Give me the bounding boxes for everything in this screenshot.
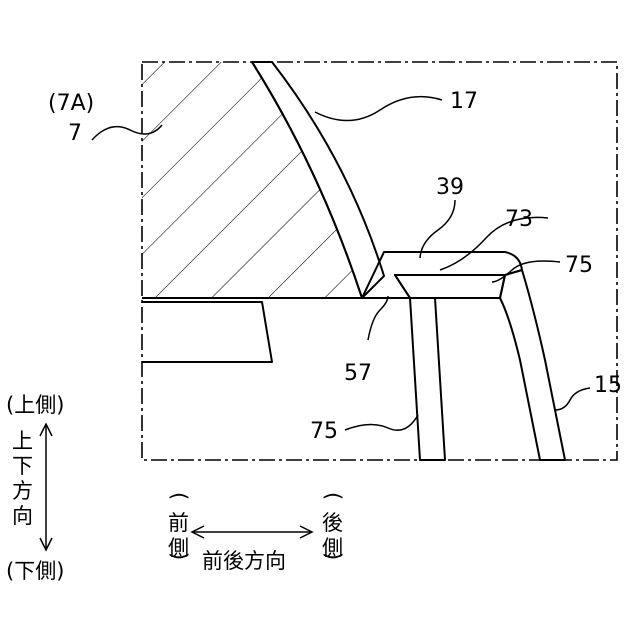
label-ref-57: 57 [344, 361, 372, 386]
legend-bottom-side: (下側) [6, 559, 64, 583]
leader-17 [315, 97, 442, 121]
label-ref-39: 39 [436, 175, 464, 200]
seal-part-75-upper [395, 275, 505, 298]
leader-39 [420, 200, 455, 258]
legend-rear-side-paren-close: ) [321, 552, 345, 560]
legend-vertical-char-4: 向 [12, 504, 33, 528]
label-ref-75-upper: 75 [565, 253, 593, 278]
label-ref-73: 73 [505, 207, 533, 232]
legend-vertical-char-1: 上 [12, 429, 33, 453]
label-ref-15: 15 [594, 373, 622, 398]
legend-rear-side-paren-open: ( [321, 492, 345, 500]
legend-front-side-paren-open: ( [167, 492, 191, 500]
legend-vertical-char-2: 下 [12, 454, 33, 478]
legend-front-char-1: 前 [168, 511, 189, 535]
leader-75-lower [345, 415, 418, 430]
leader-15 [555, 388, 590, 410]
vertical-double-arrow [40, 424, 52, 550]
leader-75-upper [492, 261, 560, 282]
legend-front-side-paren-close: ) [167, 552, 191, 560]
legend-top-side: (上側) [6, 393, 64, 417]
label-ref-17: 17 [450, 89, 478, 114]
leader-57 [368, 296, 388, 340]
body-part-7 [142, 62, 362, 298]
label-ref-7: 7 [68, 121, 82, 146]
label-ref-7A: (7A) [48, 91, 94, 116]
horizontal-double-arrow [192, 526, 312, 538]
label-ref-75-lower: 75 [310, 419, 338, 444]
legend-horizontal-direction: 前後方向 [202, 549, 286, 573]
inner-wall-part-75 [410, 298, 445, 460]
legend-vertical-char-3: 方 [12, 479, 33, 503]
outer-wall-part-15 [500, 270, 565, 460]
legend-rear-char-1: 後 [322, 511, 343, 535]
lower-block [142, 302, 272, 362]
